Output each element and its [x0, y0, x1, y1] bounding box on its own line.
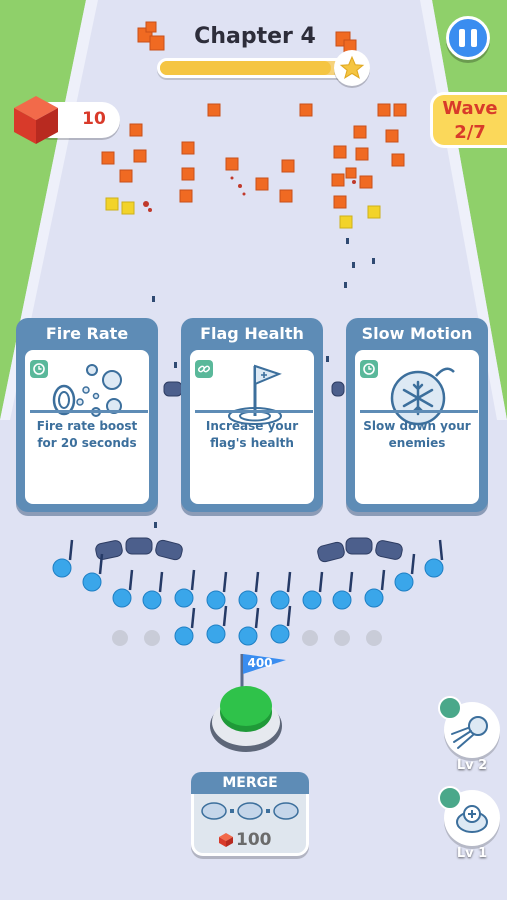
- currency-value: 10: [82, 109, 106, 129]
- comet-level: Lv 2: [456, 758, 488, 773]
- bubbles-icon: [50, 362, 130, 430]
- card-description: Slow down your enemies: [363, 419, 471, 450]
- merge-cost: 100: [236, 830, 272, 850]
- pause-button[interactable]: [446, 16, 490, 60]
- empty-soldier-slots: [112, 630, 382, 646]
- card-title: Flag Health: [200, 324, 304, 343]
- card-description: Increase your flag's health: [205, 419, 299, 450]
- merge-title: MERGE: [191, 772, 309, 794]
- fire-button[interactable]: [206, 676, 286, 760]
- flag-health-value: 400: [247, 656, 273, 670]
- debris: [143, 176, 356, 212]
- link-icon: [438, 696, 462, 720]
- wave-label: Wave: [442, 98, 498, 119]
- card-title: Slow Motion: [361, 324, 473, 343]
- barricades: [95, 381, 403, 563]
- upgrade-card-slow-motion[interactable]: Slow Motion Slow down your enemies: [346, 318, 488, 512]
- clock-icon: [360, 360, 378, 378]
- red-cube-icon: [8, 92, 64, 152]
- shield-soldier-icon: [456, 805, 488, 833]
- link-icon: [438, 786, 462, 810]
- chapter-progress-fill: [160, 61, 331, 75]
- merge-soldiers-icon: [198, 798, 302, 828]
- wave-value: 2/7: [454, 122, 486, 143]
- comet-icon: [451, 716, 488, 749]
- chapter-title: Chapter 4: [194, 24, 316, 49]
- soldier-upgrade-button[interactable]: [444, 790, 500, 846]
- enemy-blocks: [101, 21, 407, 209]
- soldier-level: Lv 1: [456, 846, 488, 861]
- red-cube-icon: [218, 832, 234, 852]
- pause-icon: [459, 29, 465, 47]
- star-icon: [334, 50, 370, 86]
- upgrade-card-flag-health[interactable]: Flag Health Increase your flag's health: [181, 318, 323, 512]
- clock-icon: [30, 360, 48, 378]
- chapter-progress-bar: [157, 58, 357, 78]
- link-icon: [195, 360, 213, 378]
- soldier-army: [52, 539, 444, 646]
- enemy-blocks-yellow: [105, 197, 381, 229]
- card-description: Fire rate boost for 20 seconds: [36, 419, 138, 450]
- card-title: Fire Rate: [45, 324, 129, 343]
- bullets: [152, 238, 375, 528]
- upgrade-card-fire-rate[interactable]: Fire Rate Fire rate boost for 20 seconds: [16, 318, 158, 512]
- wave-indicator: Wave 2/7: [430, 92, 507, 148]
